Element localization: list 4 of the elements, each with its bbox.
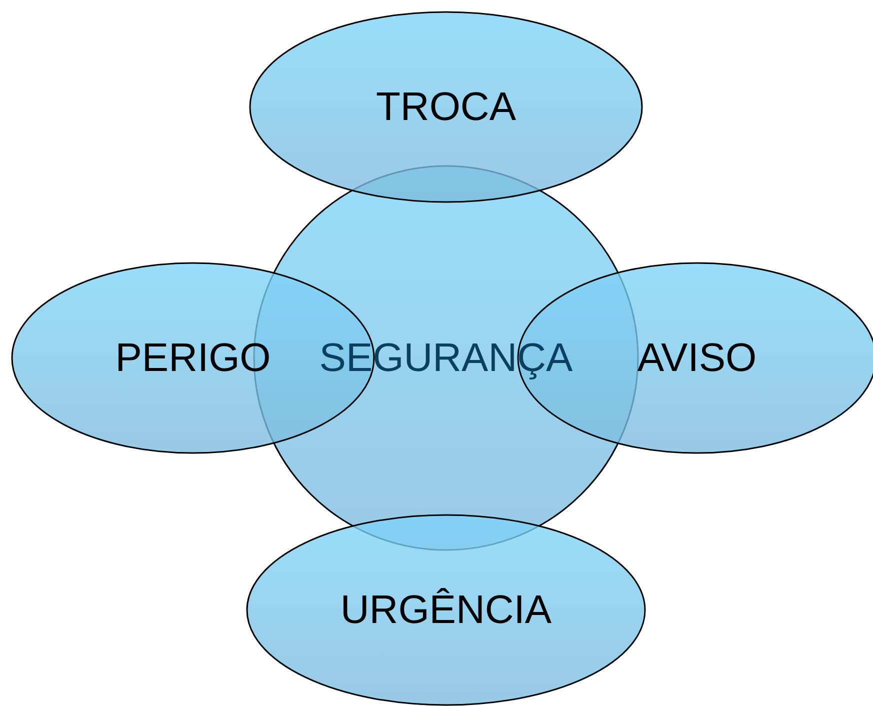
oval-label: TROCA (376, 84, 516, 130)
oval-label: URGÊNCIA (340, 588, 552, 632)
oval-label: PERIGO (115, 336, 271, 380)
oval-label: AVISO (637, 336, 757, 380)
